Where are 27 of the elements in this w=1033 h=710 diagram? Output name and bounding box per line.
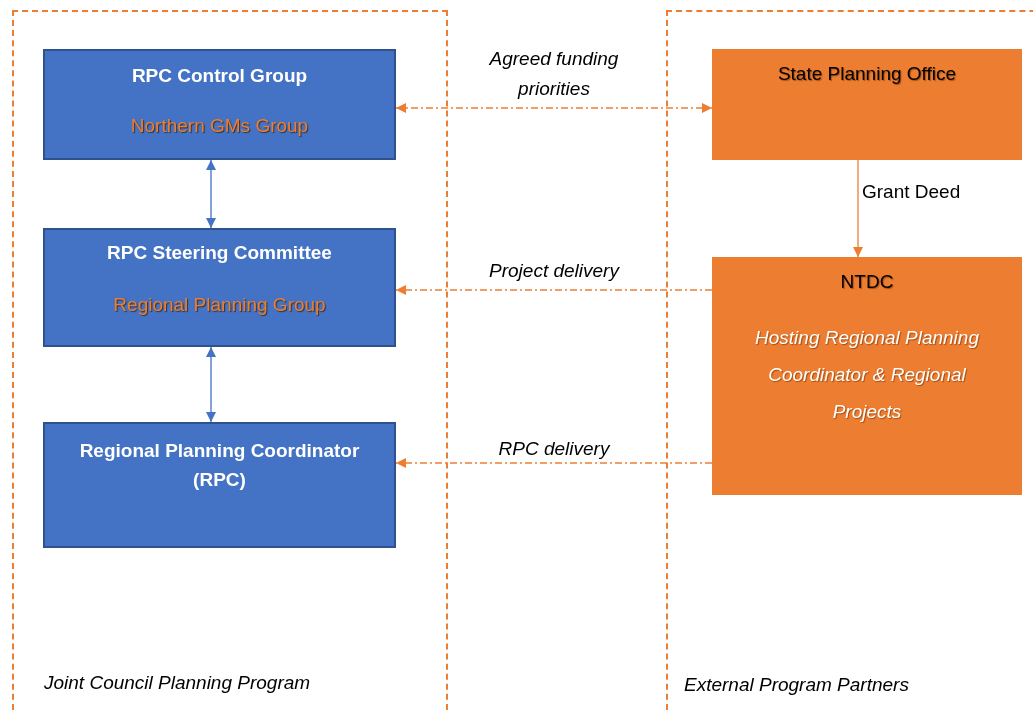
- box-title: NTDC: [839, 271, 895, 293]
- process-box: [43, 228, 396, 347]
- region-label: Joint Council Planning Program: [44, 672, 311, 694]
- box-title: RPC Control Group: [130, 65, 309, 87]
- region-label: External Program Partners: [684, 674, 909, 696]
- arrow: [206, 159, 216, 229]
- box-subtitle: Regional Planning Group: [112, 294, 327, 316]
- dashed-region: [12, 10, 448, 710]
- arrow: [395, 458, 713, 468]
- process-box: [43, 49, 396, 160]
- box-title: RPC Steering Committee: [106, 242, 333, 264]
- edge-label: Project delivery: [488, 259, 621, 283]
- dashed-region: [666, 10, 1033, 710]
- arrow: [395, 285, 713, 295]
- edge-label: Grant Deed: [862, 180, 962, 204]
- edge-label: Agreed funding priorities: [488, 47, 620, 102]
- arrow: [206, 346, 216, 423]
- box-title: State Planning Office: [776, 63, 958, 85]
- partner-box: [712, 49, 1022, 160]
- box-description: Hosting Regional Planning Coordinator & Regional Projects: [754, 326, 980, 425]
- edge-label: RPC delivery: [497, 437, 612, 461]
- arrow: [395, 103, 713, 113]
- process-box: [43, 422, 396, 548]
- partner-box: [712, 257, 1022, 495]
- box-title: Regional Planning Coordinator (RPC): [78, 439, 361, 493]
- box-subtitle: Northern GMs Group: [129, 115, 310, 137]
- arrow: [853, 159, 863, 258]
